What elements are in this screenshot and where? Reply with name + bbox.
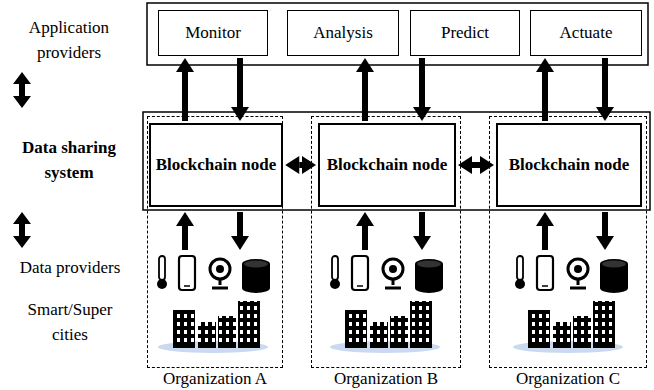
- organization-region: Organization ABlockchain node: [147, 116, 283, 368]
- sharing-frame: [143, 112, 650, 210]
- arrow-shaft: [362, 72, 368, 121]
- down-arrow: [596, 212, 614, 250]
- organization-label: Organization C: [516, 369, 620, 389]
- data-flow-arrow: [413, 58, 431, 121]
- double-arrow: [13, 72, 31, 108]
- application-box: Actuate: [530, 10, 642, 56]
- arrow-shaft: [419, 58, 425, 107]
- arrow-head: [596, 107, 614, 121]
- arrow-shaft: [602, 58, 608, 107]
- organization-label: Organization A: [163, 369, 267, 389]
- blockchain-node-box: Blockchain node: [496, 123, 642, 207]
- arrow-head: [176, 58, 194, 72]
- data-flow-arrow: [536, 58, 554, 121]
- organization-label: Organization B: [334, 369, 438, 389]
- sensor-icons: [157, 256, 270, 293]
- blockchain-node-box: Blockchain node: [149, 123, 283, 207]
- arrow-head: [480, 156, 494, 174]
- up-arrow: [536, 212, 554, 250]
- layer-label: Application providers: [3, 16, 135, 65]
- data-flow-arrow: [356, 58, 374, 121]
- application-box: Predict: [410, 10, 520, 56]
- arrow-shaft: [542, 72, 548, 121]
- arrow-head: [302, 156, 316, 174]
- arrow-shaft: [237, 58, 243, 107]
- layer-label: Data sharing system: [10, 136, 128, 185]
- application-box: Monitor: [158, 10, 268, 56]
- data-flow-arrow: [231, 58, 249, 121]
- down-arrow: [413, 212, 431, 250]
- city-buildings: [158, 301, 268, 353]
- node-label: Actuate: [560, 22, 613, 44]
- double-arrow: [13, 212, 31, 248]
- application-box: Analysis: [287, 10, 399, 56]
- data-flow-arrow: [596, 58, 614, 121]
- arrow-head: [413, 107, 431, 121]
- node-label: Blockchain node: [509, 154, 629, 176]
- arrow-shaft: [299, 162, 302, 168]
- arrow-head: [285, 156, 299, 174]
- organization-region: Organization CBlockchain node: [489, 116, 647, 368]
- application-frame: [147, 3, 648, 65]
- node-label: Predict: [441, 22, 489, 44]
- city-buildings: [330, 301, 440, 353]
- sensor-icons: [515, 256, 628, 293]
- organization-region: Organization BBlockchain node: [311, 116, 461, 368]
- up-arrow: [356, 212, 374, 250]
- blockchain-node-box: Blockchain node: [318, 123, 456, 207]
- node-label: Analysis: [313, 22, 373, 44]
- down-arrow: [231, 212, 249, 250]
- node-label: Blockchain node: [156, 154, 276, 176]
- layer-label: Data providers: [0, 256, 140, 281]
- data-flow-arrow: [176, 58, 194, 121]
- node-label: Blockchain node: [327, 154, 447, 176]
- city-buildings: [513, 301, 623, 353]
- arrow-head: [536, 58, 554, 72]
- sensor-icons: [330, 256, 443, 293]
- arrow-head: [231, 107, 249, 121]
- layer-label: Smart/Super cities: [8, 298, 132, 347]
- up-arrow: [176, 212, 194, 250]
- arrow-shaft: [472, 162, 480, 168]
- arrow-head: [356, 58, 374, 72]
- node-label: Monitor: [185, 22, 241, 44]
- arrow-shaft: [182, 72, 188, 121]
